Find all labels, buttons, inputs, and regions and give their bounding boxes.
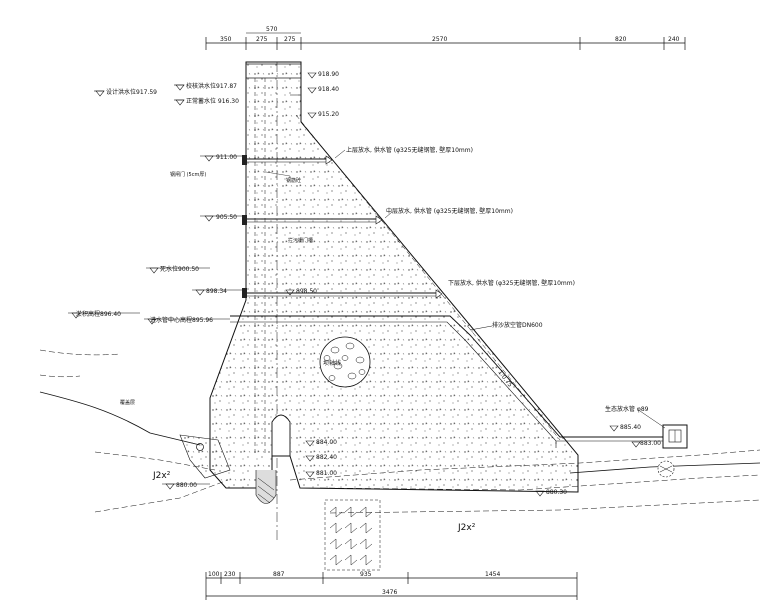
callout-small-note-3: 拦污栅门槽 (288, 237, 313, 244)
elev-outlet-3-left: 898.34 (206, 288, 227, 295)
elev-outlet-2: 905.50 (216, 214, 237, 221)
callout-small-note-2: 钢筋砼 (286, 177, 301, 184)
callouts: 上层放水, 供水管 (φ325无缝钢管, 壁厚10mm) 中层放水, 供水管 (… (120, 146, 666, 533)
dim-top-350: 350 (220, 36, 232, 43)
elev-outlet-1: 911.00 (216, 154, 237, 161)
outlet-pipes (230, 158, 680, 448)
elev-upstream-step: 915.20 (318, 111, 339, 118)
elev-dead-level: 死水位900.50 (160, 265, 199, 273)
valve-well (657, 424, 688, 478)
callout-sediment-pipe: 排沙放空管DN600 (492, 321, 543, 329)
callout-cover-layer: 覆盖层 (120, 399, 135, 406)
elev-gallery-top: 884.00 (316, 439, 337, 446)
elev-sediment: 淤积高程896.40 (76, 310, 121, 318)
elev-foundation-left: 880.00 (176, 482, 197, 489)
callout-small-note-1: 钢闸门 (5cm厚) (170, 171, 206, 178)
bottom-dimension-line: 100 230 887 935 1454 3476 (205, 571, 578, 600)
dam-body (209, 61, 579, 540)
gallery (255, 414, 291, 504)
elev-pipe-outlet: 885.40 (620, 424, 641, 431)
callout-lower-outlet: 下层放水, 供水管 (φ325无缝钢管, 壁厚10mm) (448, 279, 575, 287)
dim-bottom-100: 100 (208, 571, 220, 578)
elev-valve-well: 883.00 (640, 440, 661, 447)
dim-top-275a: 275 (256, 36, 268, 43)
callout-middle-outlet: 中层放水, 供水管 (φ325无缝钢管, 壁厚10mm) (386, 207, 513, 215)
elevation-symbols (68, 72, 641, 497)
elev-crest-wall: 918.40 (318, 86, 339, 93)
dim-top-275b: 275 (284, 36, 296, 43)
elev-outlet-center: 进水管中心高程895.96 (150, 316, 213, 324)
elev-outlet-3-right: 898.50 (296, 288, 317, 295)
dim-top-570: 570 (266, 26, 278, 33)
foundation-label-left: J2x² (152, 471, 171, 481)
foundation-label-right: J2x² (457, 523, 476, 533)
elev-check-flood: 校核洪水位917.87 (186, 82, 237, 90)
elev-design-flood: 设计洪水位917.59 (106, 88, 157, 96)
upstream-toe (179, 434, 231, 479)
elevation-labels: 设计洪水位917.59 校核洪水位917.87 正常蓄水位 916.30 918… (76, 71, 661, 496)
elev-toe-right: 880.30 (546, 489, 567, 496)
callout-eco-pipe: 生态放水管 φ89 (605, 405, 649, 413)
dim-top-820: 820 (615, 36, 627, 43)
elev-normal-level: 正常蓄水位 916.30 (186, 97, 239, 105)
dim-bottom-230: 230 (224, 571, 236, 578)
grout-curtain (324, 499, 381, 571)
dim-bottom-935: 935 (360, 571, 372, 578)
elev-foundation-toe: 881.00 (316, 470, 337, 477)
dim-bottom-3476: 3476 (382, 589, 397, 596)
axis-label: 坝轴线 (323, 359, 341, 367)
rock-fill-circle (319, 336, 371, 388)
top-dimension-line: 350 275 275 570 2570 820 240 (205, 26, 686, 50)
pipe-markers (242, 155, 443, 299)
callout-upper-outlet: 上层放水, 供水管 (φ325无缝钢管, 壁厚10mm) (346, 146, 473, 154)
dim-bottom-1454: 1454 (485, 571, 500, 578)
dim-top-240: 240 (668, 36, 680, 43)
dim-bottom-887: 887 (273, 571, 285, 578)
elev-gallery-mid: 882.40 (316, 454, 337, 461)
elev-crest: 918.90 (318, 71, 339, 78)
dim-top-2570: 2570 (432, 36, 447, 43)
